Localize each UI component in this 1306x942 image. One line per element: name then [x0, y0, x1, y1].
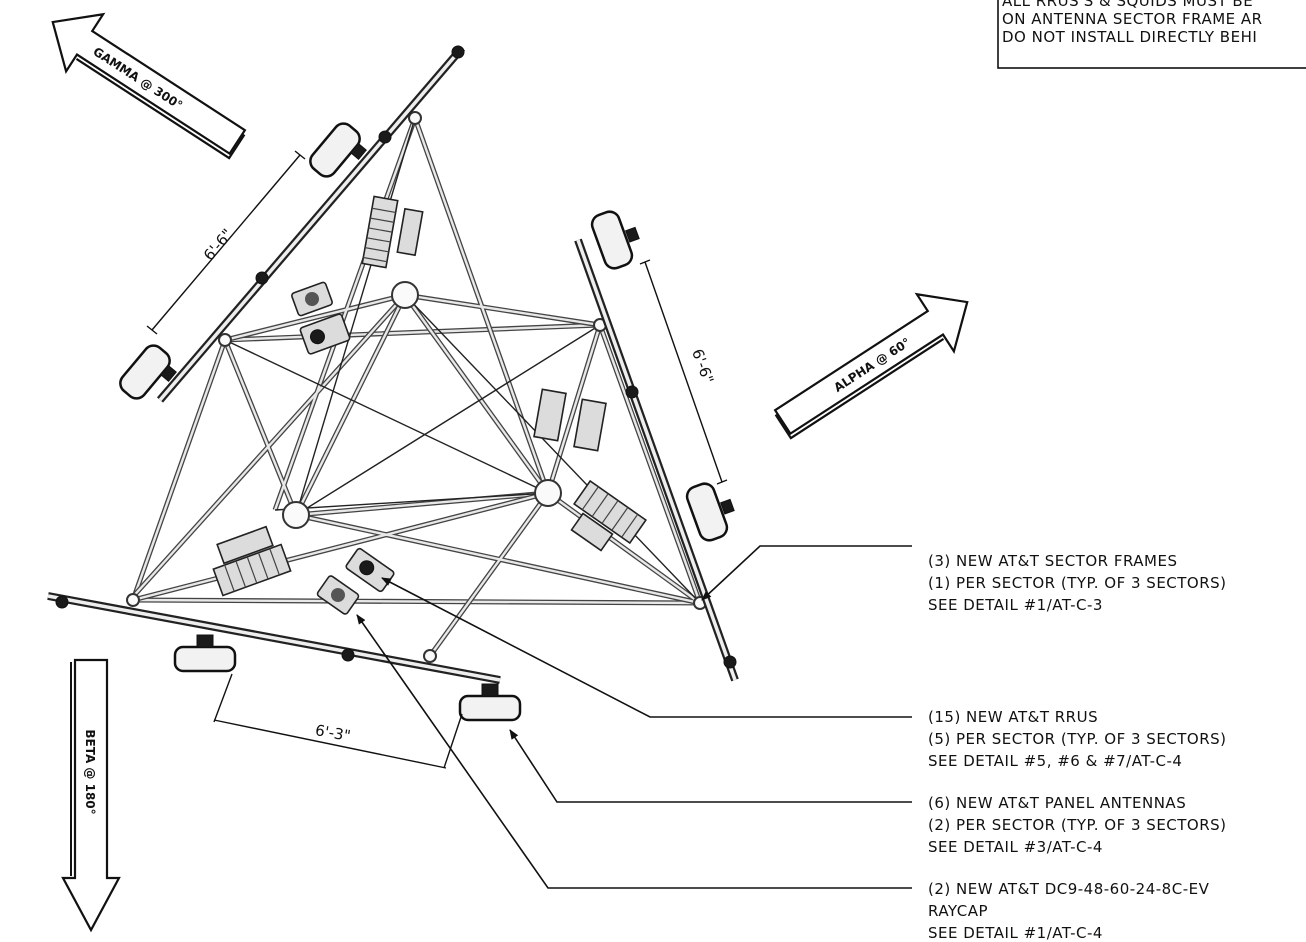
- rru: [533, 388, 567, 442]
- rru: [212, 543, 292, 597]
- beta-sector-arrow: BETA @ 180°: [61, 658, 121, 933]
- rru: [316, 575, 360, 615]
- callout-line: (5) PER SECTOR (TYP. OF 3 SECTORS): [928, 730, 1227, 748]
- sector-frame-truss: [126, 111, 707, 663]
- rru: [345, 547, 395, 593]
- rru: [573, 398, 607, 452]
- callout-panel-antennas: (6) NEW AT&T PANEL ANTENNAS (2) PER SECT…: [928, 794, 1227, 856]
- alpha-dimension-text: 6'-6": [688, 347, 717, 387]
- gamma-dimension-text: 6'-6": [200, 225, 237, 264]
- panel-antenna: [590, 210, 640, 270]
- rru: [291, 281, 333, 317]
- rru: [396, 207, 424, 257]
- beta-sector-label: BETA @ 180°: [83, 729, 97, 814]
- callout-line: (15) NEW AT&T RRUS: [928, 708, 1098, 726]
- panel-antenna: [119, 344, 177, 400]
- callout-line: (3) NEW AT&T SECTOR FRAMES: [928, 552, 1177, 570]
- callout-line: (6) NEW AT&T PANEL ANTENNAS: [928, 794, 1186, 812]
- callout-line: SEE DETAIL #3/AT-C-4: [928, 838, 1103, 856]
- callout-line: SEE DETAIL #1/AT-C-3: [928, 596, 1103, 614]
- dimension-beta: 6'-3": [213, 673, 463, 769]
- alpha-sector-arrow: ALPHA @ 60°: [773, 292, 969, 440]
- callout-line: SEE DETAIL #5, #6 & #7/AT-C-4: [928, 752, 1182, 770]
- callout-line: (2) PER SECTOR (TYP. OF 3 SECTORS): [928, 816, 1227, 834]
- note-line-1: ALL RRUS'S & SQUIDS MUST BE: [1002, 0, 1253, 10]
- general-note-box: ALL RRUS'S & SQUIDS MUST BE ON ANTENNA S…: [997, 0, 1306, 69]
- panel-antenna: [685, 482, 735, 542]
- panel-antenna: [309, 122, 367, 178]
- note-line-2: ON ANTENNA SECTOR FRAME AR: [1002, 10, 1263, 28]
- callout-line: (2) NEW AT&T DC9-48-60-24-8C-EV: [928, 880, 1210, 898]
- rru: [570, 512, 614, 552]
- callout-line: RAYCAP: [928, 902, 988, 920]
- panel-antenna: [173, 634, 237, 673]
- callout-sector-frames: (3) NEW AT&T SECTOR FRAMES (1) PER SECTO…: [928, 552, 1227, 614]
- rru: [361, 195, 399, 269]
- callout-leaders: [356, 545, 912, 889]
- panel-antenna: [458, 683, 522, 722]
- beta-dimension-text: 6'-3": [314, 721, 352, 745]
- callout-rrus: (15) NEW AT&T RRUS (5) PER SECTOR (TYP. …: [928, 708, 1227, 770]
- rru: [216, 525, 274, 565]
- dimension-gamma: 6'-6": [146, 150, 306, 335]
- panel-antennas: [119, 122, 735, 722]
- note-line-3: DO NOT INSTALL DIRECTLY BEHI: [1002, 28, 1257, 46]
- rru: [573, 479, 647, 545]
- rru: [299, 313, 351, 355]
- callout-line: SEE DETAIL #1/AT-C-4: [928, 924, 1103, 942]
- mounting-pipes: [47, 45, 739, 684]
- gamma-sector-arrow: GAMMA @ 300°: [51, 12, 247, 160]
- callout-line: (1) PER SECTOR (TYP. OF 3 SECTORS): [928, 574, 1227, 592]
- callout-raycap: (2) NEW AT&T DC9-48-60-24-8C-EV RAYCAP S…: [928, 880, 1210, 942]
